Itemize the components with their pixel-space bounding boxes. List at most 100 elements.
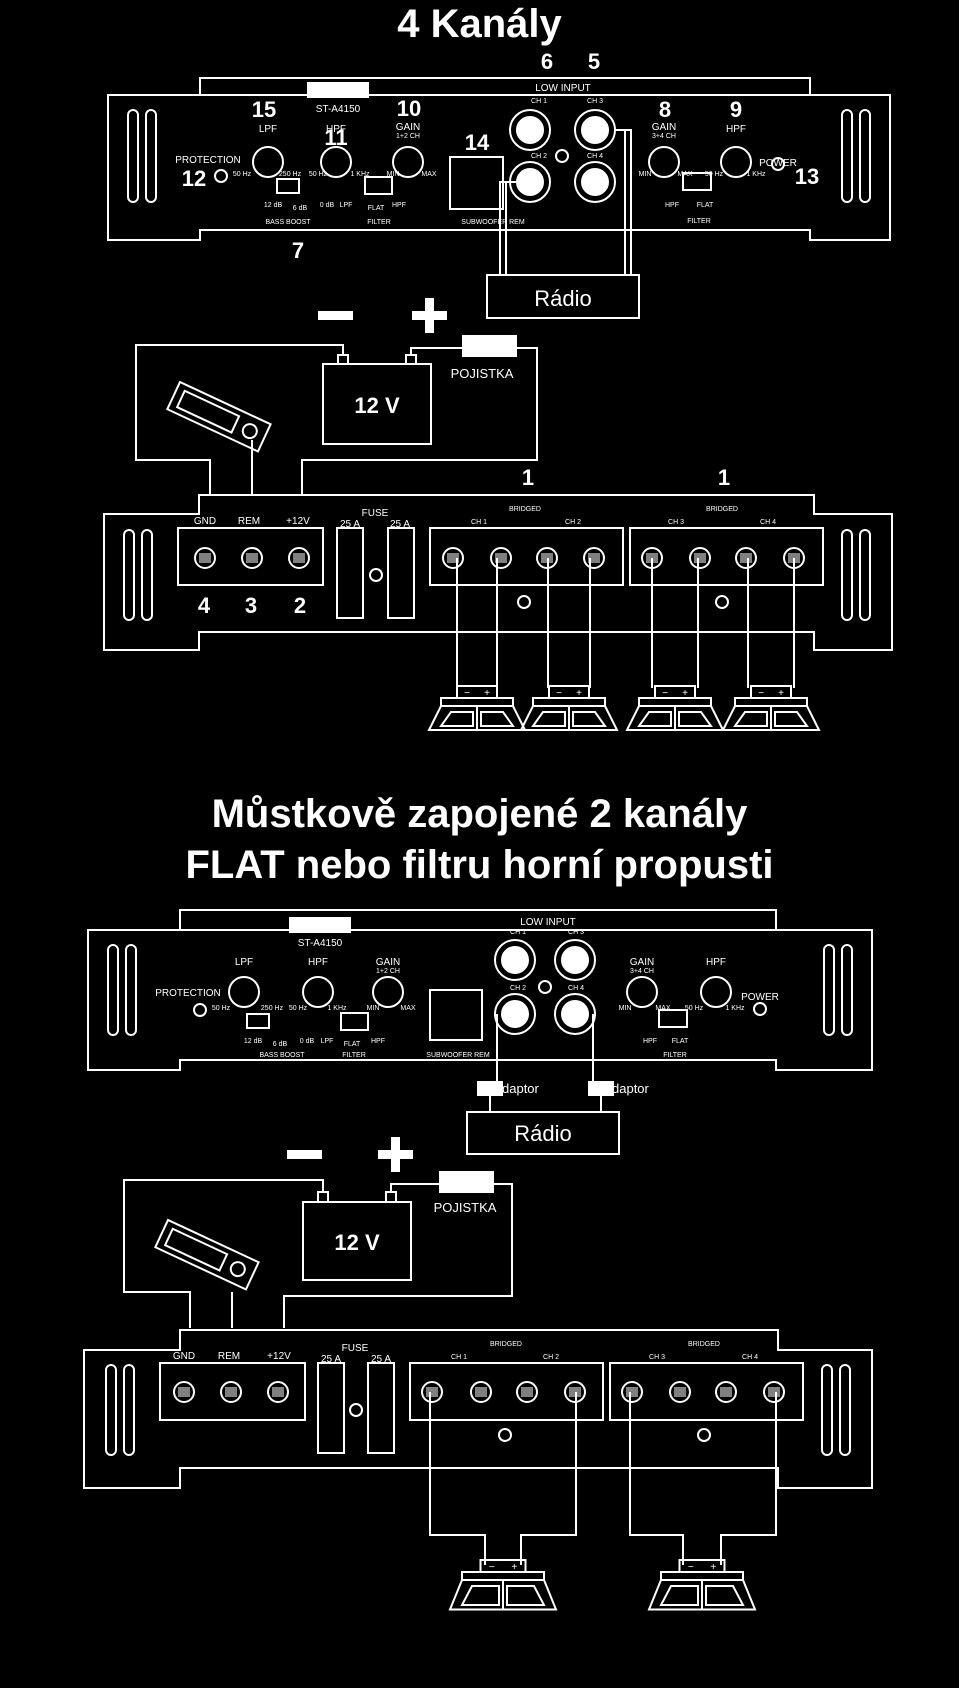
plus-sign-v-top [425,298,434,333]
terminal-screw[interactable] [442,547,464,569]
terminal-screw[interactable] [621,1381,643,1403]
fuse-top [462,335,517,357]
model-label: ST-A4150 [316,104,361,115]
terminal-screw[interactable] [490,547,512,569]
terminal-screw[interactable] [669,1381,691,1403]
terminal-screw[interactable] [470,1381,492,1403]
svg-text:9: 9 [730,97,742,122]
svg-text:FLAT: FLAT [672,1038,689,1045]
speaker-icon: −+ [427,685,527,731]
svg-text:HPF: HPF [392,202,406,209]
filter-switch-12[interactable] [364,176,393,195]
speaker-icon: −+ [625,685,725,731]
speaker-minus-label: − [489,1562,495,1573]
gain34-knob[interactable] [648,146,680,178]
hpf-knob[interactable] [320,146,352,178]
gain12-knob[interactable] [392,146,424,178]
svg-text:1+2 CH: 1+2 CH [396,133,420,140]
speaker-plus-label: + [511,1562,517,1573]
amp-panel-bottom-text: ST-A4150 LPF HPF GAIN 1+2 CH GAIN 3+4 CH… [155,917,779,1059]
amp-terminal-top-text: GND REM +12V FUSE 25 A 25 A BRIDGED BRID… [194,465,776,618]
svg-text:BRIDGED: BRIDGED [688,1341,720,1348]
terminal-screw[interactable] [288,547,310,569]
svg-text:1: 1 [718,465,730,490]
svg-text:FUSE: FUSE [342,1343,369,1354]
adaptor-left-label: daptor [502,1081,540,1096]
battery-label-bottom: 12 V [334,1230,380,1255]
terminal-screw[interactable] [421,1381,443,1403]
svg-text:1 KHz: 1 KHz [725,1005,745,1012]
svg-text:50 Hz: 50 Hz [685,1005,704,1012]
svg-text:SUBWOOFER REM: SUBWOOFER REM [461,219,525,226]
svg-text:HPF: HPF [326,124,346,135]
bass-boost-switch[interactable] [276,178,300,194]
svg-text:MAX: MAX [677,171,693,178]
svg-text:1 KHz: 1 KHz [350,171,370,178]
hpf2-knob[interactable] [720,146,752,178]
svg-text:MIN: MIN [387,171,400,178]
svg-text:LPF: LPF [321,1038,334,1045]
svg-text:MAX: MAX [400,1005,416,1012]
adaptor-left [477,1081,503,1096]
svg-text:25 A: 25 A [390,519,410,530]
terminal-screw[interactable] [241,547,263,569]
filter-switch-34[interactable] [682,172,712,191]
svg-text:PROTECTION: PROTECTION [155,988,221,999]
svg-text:MIN: MIN [639,171,652,178]
lpf-knob[interactable] [252,146,284,178]
svg-text:POWER: POWER [759,158,797,169]
svg-text:CH 1: CH 1 [451,1354,467,1361]
svg-text:1 KHz: 1 KHz [746,171,766,178]
svg-text:GAIN: GAIN [396,122,420,133]
svg-text:CH 1: CH 1 [510,929,526,936]
plus-sign-v-bottom [391,1137,400,1172]
svg-text:GND: GND [173,1351,195,1362]
svg-text:+12V: +12V [286,516,310,527]
svg-text:50 Hz: 50 Hz [212,1005,231,1012]
speaker-plus-label: + [576,688,582,699]
speaker-minus-label: − [758,688,764,699]
svg-text:1 KHz: 1 KHz [327,1005,347,1012]
speaker-icon: −+ [647,1559,757,1611]
terminal-screw[interactable] [689,547,711,569]
svg-text:CH 3: CH 3 [587,98,603,105]
terminal-screw[interactable] [583,547,605,569]
terminal-screw[interactable] [735,547,757,569]
svg-text:CH 1: CH 1 [531,98,547,105]
svg-text:FILTER: FILTER [367,219,391,226]
battery-top [135,298,538,496]
svg-text:12: 12 [182,166,206,191]
terminal-screw[interactable] [715,1381,737,1403]
svg-text:2: 2 [294,593,306,618]
title-four-channels: 4 Kanály [397,2,562,46]
svg-text:HPF: HPF [706,957,726,968]
svg-text:11: 11 [324,125,347,150]
terminal-screw[interactable] [220,1381,242,1403]
terminal-screws-top [194,547,805,569]
amp-terminal-bottom-text: GND REM +12V FUSE 25 A 25 A BRIDGED BRID… [173,1341,758,1365]
svg-text:10: 10 [397,96,421,121]
svg-text:3+4 CH: 3+4 CH [630,968,654,975]
minus-sign-bottom [287,1150,322,1159]
svg-text:0 dB: 0 dB [320,202,335,209]
terminal-screw[interactable] [516,1381,538,1403]
terminal-screw[interactable] [173,1381,195,1403]
svg-text:HPF: HPF [308,957,328,968]
svg-text:250 Hz: 250 Hz [261,1005,284,1012]
svg-text:1: 1 [522,465,534,490]
svg-text:CH 3: CH 3 [568,929,584,936]
svg-text:CH 3: CH 3 [668,519,684,526]
speaker-plus-label: + [778,688,784,699]
terminal-screws-bottom [173,1381,785,1403]
svg-text:0 dB: 0 dB [300,1038,315,1045]
speaker-icon: −+ [519,685,619,731]
terminal-screw[interactable] [763,1381,785,1403]
svg-text:CH 2: CH 2 [543,1354,559,1361]
svg-text:3+4 CH: 3+4 CH [652,133,676,140]
svg-text:FLAT: FLAT [344,1041,361,1048]
power-led [771,157,785,171]
terminal-screw[interactable] [194,547,216,569]
terminal-screw[interactable] [267,1381,289,1403]
svg-text:FILTER: FILTER [687,218,711,225]
